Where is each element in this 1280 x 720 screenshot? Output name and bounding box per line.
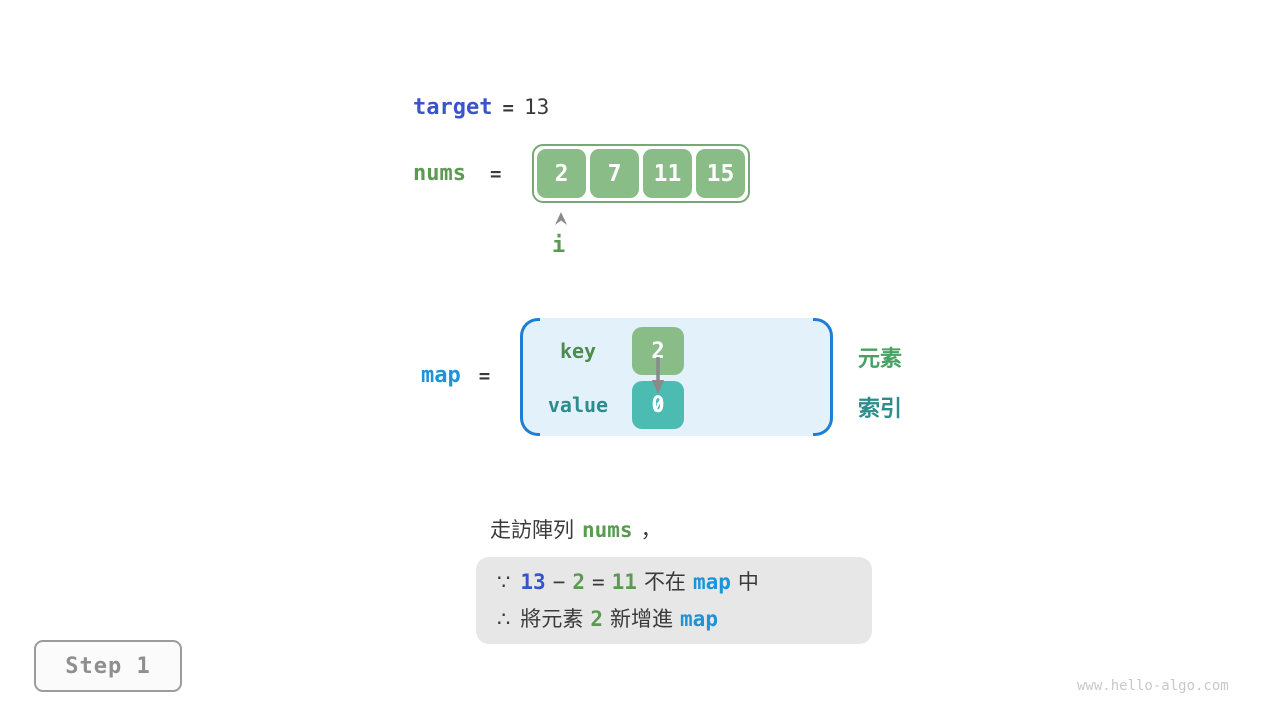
note-text-not-in: 不在 — [643, 571, 686, 594]
key-to-value-arrow-icon — [652, 357, 664, 394]
nums-equals: = — [489, 163, 502, 185]
map-left-bracket — [520, 318, 540, 436]
sentence-comma: ， — [640, 519, 662, 542]
note-line-2: ∴ 將元素 2 新增進 map — [497, 601, 872, 638]
pointer-i-label: i — [552, 233, 566, 258]
step-badge: Step 1 — [34, 640, 182, 692]
note-text-add-element: 將元素 — [520, 608, 584, 631]
array-cell: 2 — [537, 149, 586, 198]
index-side-label: 索引 — [858, 396, 903, 421]
target-equals: = — [502, 97, 514, 119]
note-minuend: 13 — [520, 570, 546, 594]
key-label: key — [559, 339, 597, 363]
therefore-symbol: ∴ — [497, 608, 511, 631]
pointer-up-arrow-icon — [555, 212, 567, 225]
map-right-bracket — [813, 318, 833, 436]
traverse-sentence: 走訪陣列 nums ， — [490, 514, 662, 544]
map-label-line: map = — [421, 363, 490, 388]
note-subtrahend: 2 — [572, 570, 585, 594]
array-cell: 7 — [590, 149, 639, 198]
target-keyword: target — [413, 95, 493, 120]
note-difference: 11 — [611, 570, 637, 594]
element-side-label: 元素 — [858, 346, 903, 371]
note-text-insert: 新增進 — [610, 608, 674, 631]
nums-array: 2 7 11 15 — [532, 144, 750, 203]
note-minus: − — [552, 570, 566, 594]
note-map-code-1: map — [692, 570, 731, 594]
map-key-cell: 2 — [632, 327, 684, 375]
because-symbol: ∵ — [497, 571, 511, 594]
target-line: target = 13 — [413, 95, 549, 120]
array-cell: 11 — [643, 149, 692, 198]
target-value: 13 — [523, 95, 550, 119]
nums-label-line: nums = — [413, 161, 501, 186]
map-equals: = — [478, 365, 491, 387]
sentence-nums-code: nums — [582, 518, 633, 542]
note-text-in: 中 — [737, 571, 759, 594]
value-label: value — [547, 393, 609, 417]
note-line-1: ∵ 13−2=11 不在 map 中 — [497, 564, 872, 601]
note-element-value: 2 — [590, 607, 604, 631]
map-keyword: map — [421, 363, 461, 388]
sentence-prefix: 走訪陣列 — [490, 519, 574, 542]
array-cell: 15 — [696, 149, 745, 198]
map-container: key 2 value 0 — [520, 318, 833, 436]
note-equals: = — [591, 570, 605, 594]
nums-keyword: nums — [413, 161, 466, 186]
note-map-code-2: map — [680, 607, 718, 631]
watermark: www.hello-algo.com — [1077, 678, 1229, 694]
